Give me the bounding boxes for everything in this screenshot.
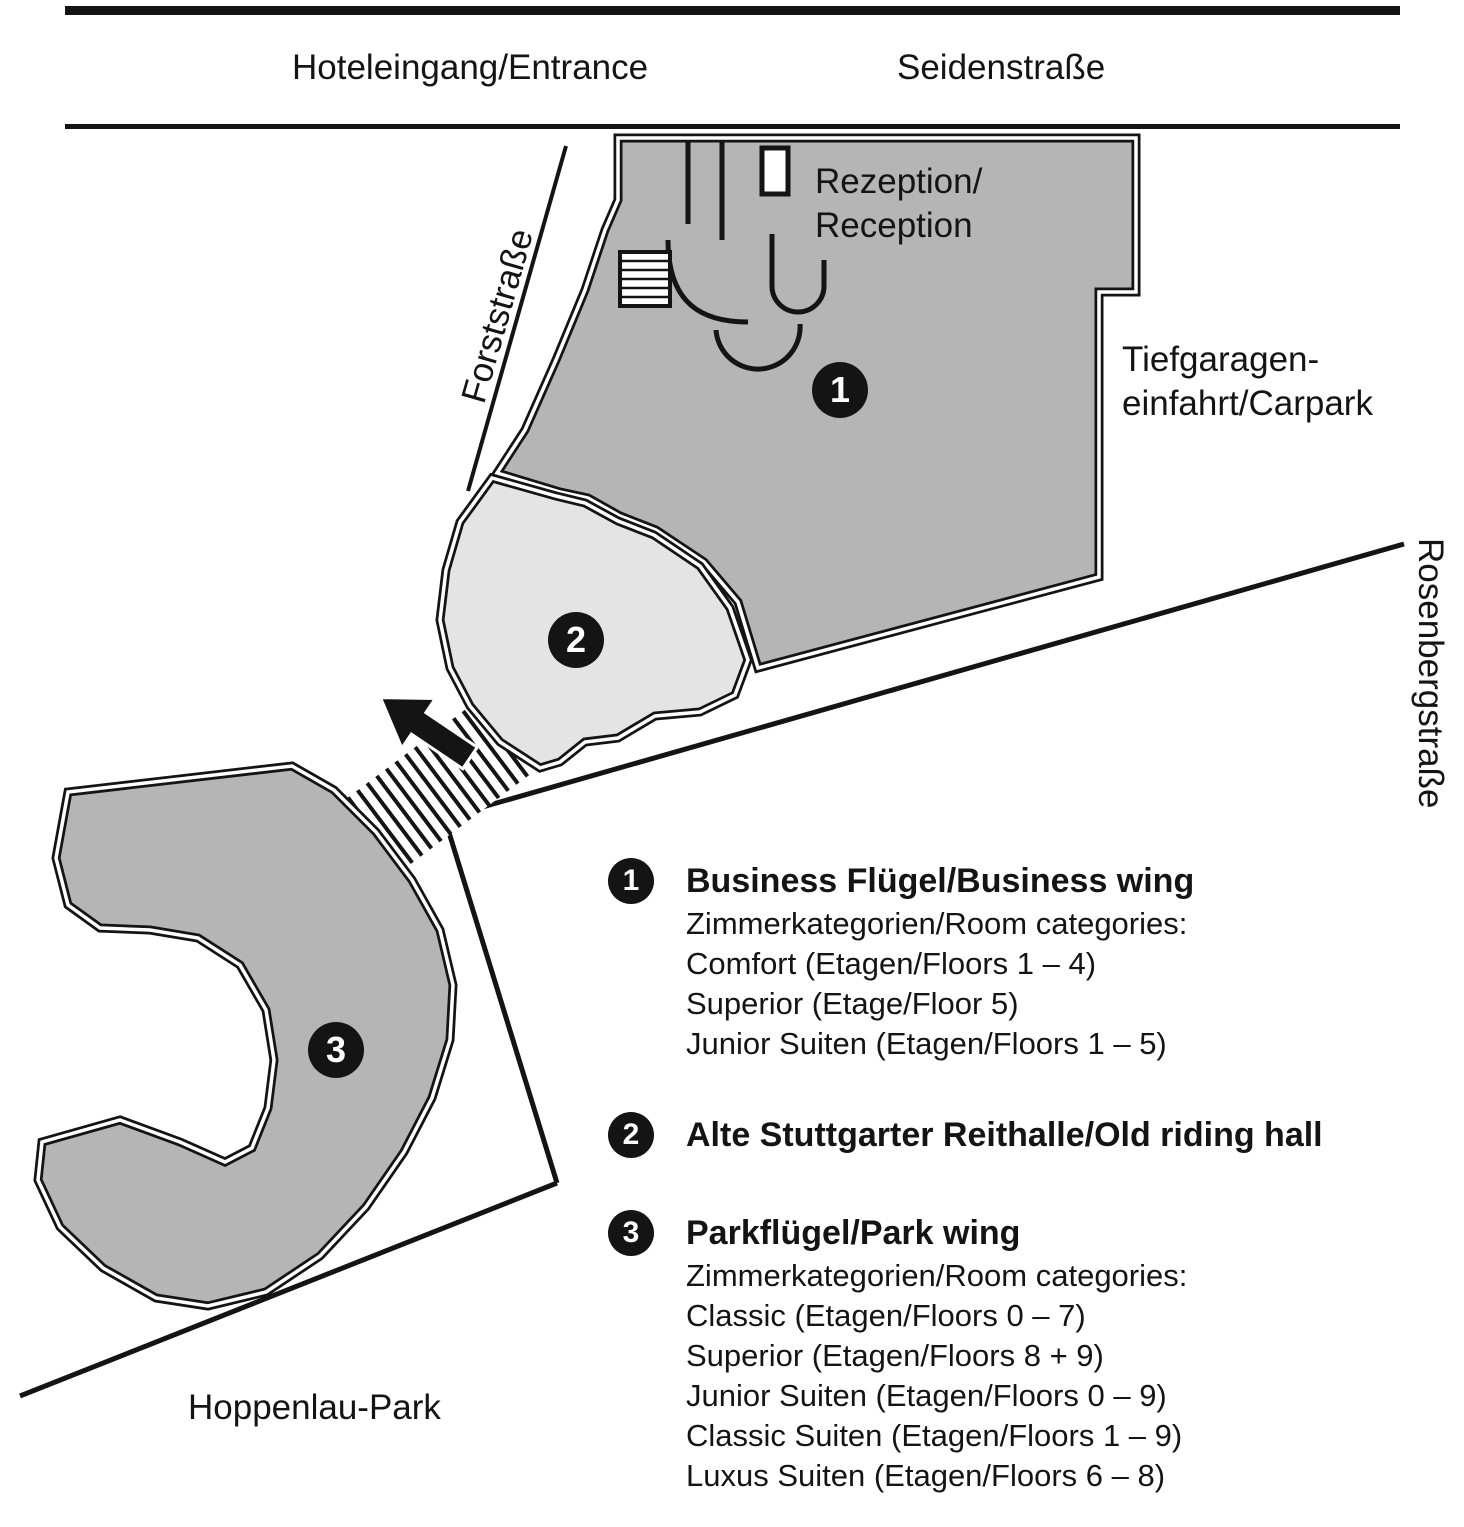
seidenstrasse-label: Seidenstraße: [897, 48, 1106, 87]
legend-item-park-wing: 3 Parkflügel/Park wing Zimmerkategorien/…: [608, 1210, 1268, 1496]
legend-text-business-wing: Business Flügel/Business wing Zimmerkate…: [686, 858, 1194, 1064]
legend-title-business-wing: Business Flügel/Business wing: [686, 862, 1195, 900]
carpark-label-line2: einfahrt/Carpark: [1122, 384, 1373, 423]
plot-boundary-line: [444, 825, 560, 1184]
rosenbergstrasse-line: [443, 541, 1405, 821]
forststrasse-line: [466, 145, 568, 492]
legend-item-business-wing: 1 Business Flügel/Business wing Zimmerka…: [608, 858, 1268, 1064]
legend-marker-1: 1: [608, 858, 654, 904]
legend-marker-3: 3: [608, 1210, 654, 1256]
legend-line: Junior Suiten (Etagen/Floors 1 – 5): [686, 1026, 1167, 1061]
legend-item-riding-hall: 2 Alte Stuttgarter Reithalle/Old riding …: [608, 1112, 1323, 1158]
legend-title-riding-hall: Alte Stuttgarter Reithalle/Old riding ha…: [686, 1116, 1323, 1154]
carpark-label: Tiefgaragen- einfahrt/Carpark: [1122, 338, 1373, 426]
carpark-label-line1: Tiefgaragen-: [1122, 340, 1320, 379]
legend-line: Classic (Etagen/Floors 0 – 7): [686, 1298, 1086, 1333]
legend: 1 Business Flügel/Business wing Zimmerka…: [608, 858, 1323, 1496]
rosenbergstrasse-label: Rosenbergstraße: [1411, 538, 1450, 809]
legend-text-park-wing: Parkflügel/Park wing Zimmerkategorien/Ro…: [686, 1210, 1187, 1496]
reception-label-line2: Reception: [815, 206, 973, 245]
legend-line: Comfort (Etagen/Floors 1 – 4): [686, 946, 1097, 981]
reception-label: Rezeption/ Reception: [815, 160, 982, 248]
legend-text-riding-hall: Alte Stuttgarter Reithalle/Old riding ha…: [686, 1112, 1323, 1158]
legend-line: Zimmerkategorien/Room categories:: [686, 906, 1188, 941]
building-3-park-wing: [33, 761, 458, 1311]
street-border-top-thin: [65, 124, 1400, 129]
hoppenlau-park-label: Hoppenlau-Park: [188, 1388, 441, 1427]
entrance-label: Hoteleingang/Entrance: [292, 48, 649, 87]
legend-line: Classic Suiten (Etagen/Floors 1 – 9): [686, 1418, 1183, 1453]
map-marker-business-wing: 1: [812, 362, 868, 418]
legend-marker-2: 2: [608, 1112, 654, 1158]
walkway-arrow-icon: [378, 696, 480, 771]
legend-line: Superior (Etagen/Floors 8 + 9): [686, 1338, 1104, 1373]
reception-label-line1: Rezeption/: [815, 162, 983, 201]
legend-line: Luxus Suiten (Etagen/Floors 6 – 8): [686, 1458, 1166, 1493]
legend-line: Superior (Etage/Floor 5): [686, 986, 1019, 1021]
street-border-top-thick: [65, 6, 1400, 15]
legend-line: Junior Suiten (Etagen/Floors 0 – 9): [686, 1378, 1167, 1413]
legend-title-park-wing: Parkflügel/Park wing: [686, 1214, 1021, 1252]
legend-line: Zimmerkategorien/Room categories:: [686, 1258, 1188, 1293]
hoppenlau-park-line: [19, 1180, 558, 1399]
map-marker-riding-hall: 2: [548, 612, 604, 668]
staircase-icon: [618, 250, 672, 308]
map-marker-park-wing: 3: [308, 1022, 364, 1078]
